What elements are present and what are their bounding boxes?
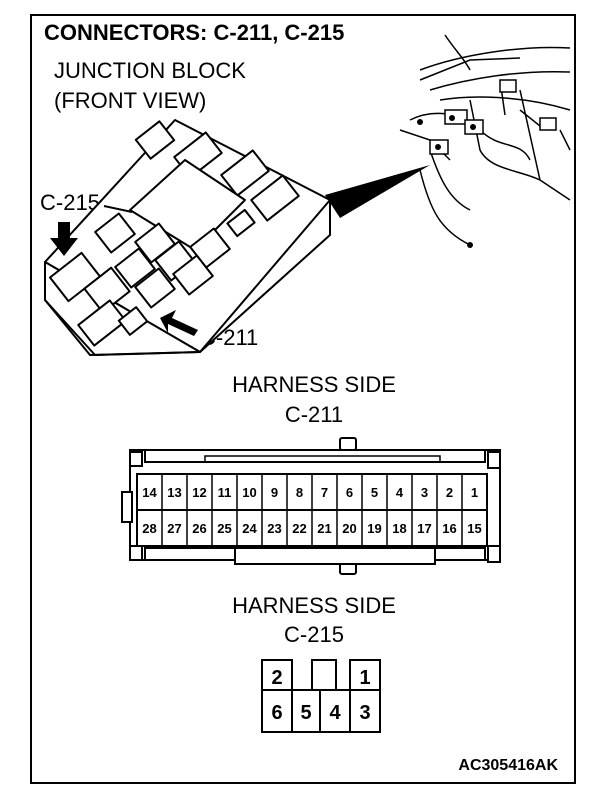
c211-pin: 7	[321, 485, 328, 500]
c211-pin: 22	[292, 521, 306, 536]
c211-pin: 19	[367, 521, 381, 536]
figure-code: AC305416AK	[458, 757, 558, 774]
c211-pin: 10	[242, 485, 256, 500]
junction-block-label: JUNCTION BLOCK	[54, 58, 246, 83]
c211-pin: 11	[218, 485, 232, 500]
c211-top-row: 14 13 12 11 10 9 8 7 6 5 4 3 2 1	[142, 474, 478, 510]
c211-pin: 4	[396, 485, 404, 500]
c211-pin: 16	[442, 521, 456, 536]
c211-pin: 17	[417, 521, 431, 536]
c211-pin: 8	[296, 485, 303, 500]
c215-pin: 5	[300, 702, 311, 724]
page-title: CONNECTORS: C-211, C-215	[44, 20, 345, 45]
c211-pin: 21	[317, 521, 331, 536]
c211-pin: 14	[142, 485, 157, 500]
c211-bottom-row: 28 27 26 25 24 23 22 21 20 19 18 17 16 15	[142, 510, 482, 546]
c211-pin: 18	[392, 521, 406, 536]
c215-heading: HARNESS SIDE	[232, 593, 396, 618]
c211-name: C-211	[284, 402, 344, 427]
c211-pin: 1	[471, 485, 478, 500]
c211-pin: 5	[371, 485, 378, 500]
c211-heading: HARNESS SIDE	[232, 372, 396, 397]
c211-pin: 2	[446, 485, 453, 500]
c211-pin: 26	[192, 521, 206, 536]
c211-pin: 24	[242, 521, 257, 536]
c215-pin: 1	[359, 667, 370, 689]
c211-pin: 12	[192, 485, 206, 500]
c211-pin: 6	[346, 485, 353, 500]
c215-pin: 3	[359, 702, 370, 724]
c211-pin: 27	[167, 521, 181, 536]
c211-pin: 20	[342, 521, 356, 536]
c215-pin: 2	[271, 667, 282, 689]
c215-name: C-215	[284, 622, 344, 647]
c215-callout-label: C-215	[40, 190, 100, 215]
c211-pin: 13	[167, 485, 181, 500]
c215-pin: 4	[329, 702, 341, 724]
c211-pin: 23	[267, 521, 281, 536]
c211-pin: 3	[421, 485, 428, 500]
diagram-frame	[30, 14, 576, 784]
c211-pin: 28	[142, 521, 156, 536]
front-view-label: (FRONT VIEW)	[54, 88, 207, 113]
c211-pin: 15	[467, 521, 481, 536]
c211-pin: 9	[271, 485, 278, 500]
c211-pin: 25	[217, 521, 231, 536]
c215-pin: 6	[271, 702, 282, 724]
